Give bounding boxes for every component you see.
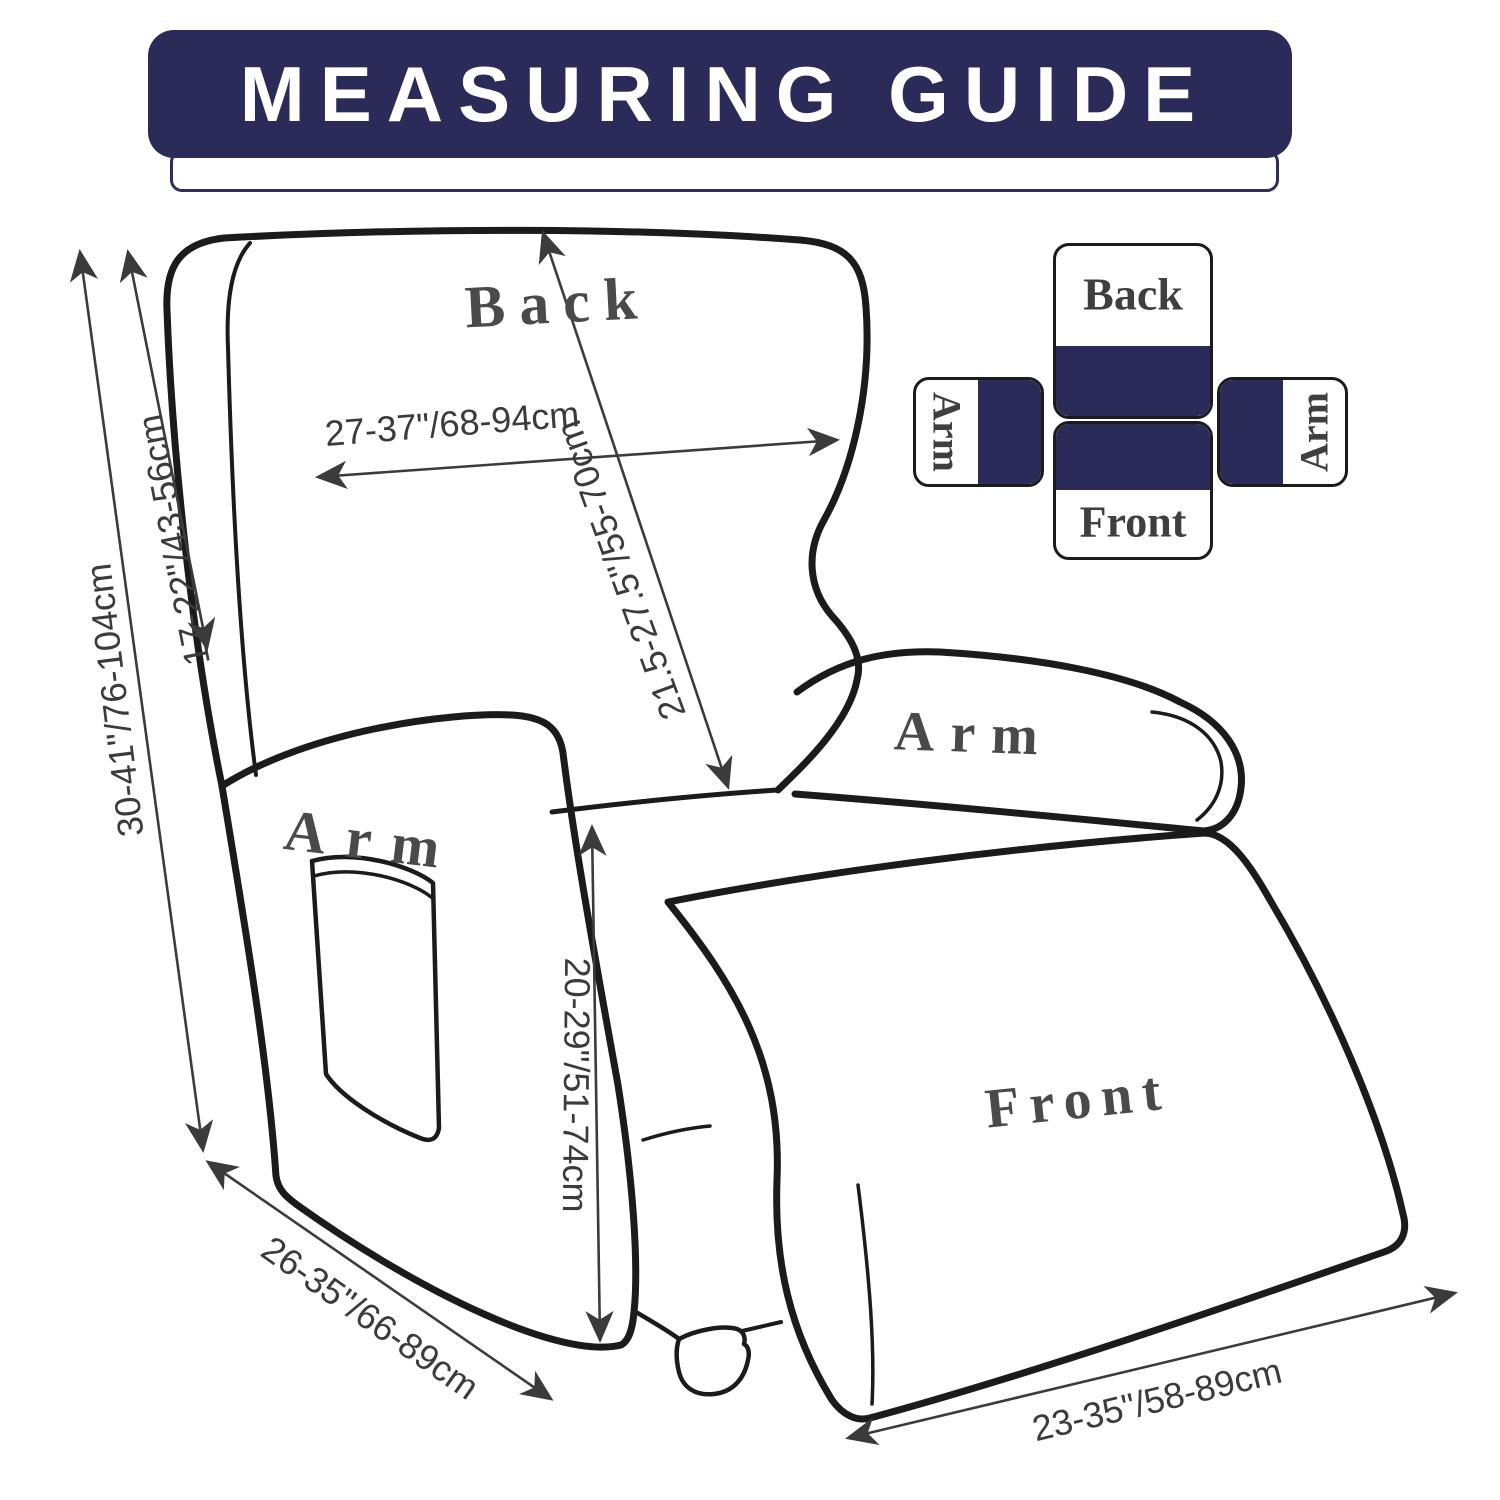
cover-back-label: Back	[1083, 268, 1183, 320]
backrest-right-edge	[774, 303, 871, 794]
cover-front-navy-panel	[1056, 424, 1210, 490]
seat-crease	[549, 787, 781, 815]
cover-back-piece: Back	[1053, 243, 1213, 419]
footrest-width-arrow	[845, 1285, 1458, 1446]
arm-height-arrow	[578, 823, 614, 1344]
back-label: Back	[463, 264, 653, 341]
right-arm-outline	[791, 648, 1245, 835]
cover-arm-left-navy-panel	[978, 380, 1041, 484]
handle-stem-line	[740, 1320, 783, 1333]
cover-arm-right-piece: Arm	[1217, 377, 1348, 487]
backrest-inner-edge	[225, 241, 258, 777]
handle-link-line	[633, 1309, 682, 1342]
pocket-flap-line	[312, 870, 433, 899]
cover-front-piece: Front	[1053, 421, 1213, 560]
cover-arm-right-navy-panel	[1220, 380, 1283, 484]
release-handle-loop	[674, 1325, 752, 1397]
back-diagonal-arrow	[538, 230, 733, 790]
cover-arm-left-piece: Arm	[913, 377, 1044, 487]
measurement-arm-height: 20-29"/51-74cm	[554, 957, 599, 1213]
cover-arm-left-label: Arm	[924, 392, 970, 472]
cover-arm-right-label: Arm	[1291, 392, 1337, 472]
title-banner: MEASURING GUIDE	[148, 30, 1292, 158]
arm-right-label: Arm	[892, 700, 1056, 768]
cover-front-label: Front	[1079, 497, 1187, 547]
footrest-outline	[664, 829, 1409, 1423]
arm-scroll-crease	[1150, 710, 1224, 822]
base-depth-arrow	[205, 1160, 554, 1401]
left-arm-pocket	[309, 854, 442, 1143]
back-height-arrow	[119, 249, 216, 651]
overall-height-arrow	[69, 248, 214, 1154]
mechanism-crease	[641, 1124, 712, 1142]
cover-back-navy-panel	[1056, 346, 1210, 416]
page-title: MEASURING GUIDE	[239, 49, 1211, 138]
footrest-side-crease	[856, 1183, 875, 1406]
